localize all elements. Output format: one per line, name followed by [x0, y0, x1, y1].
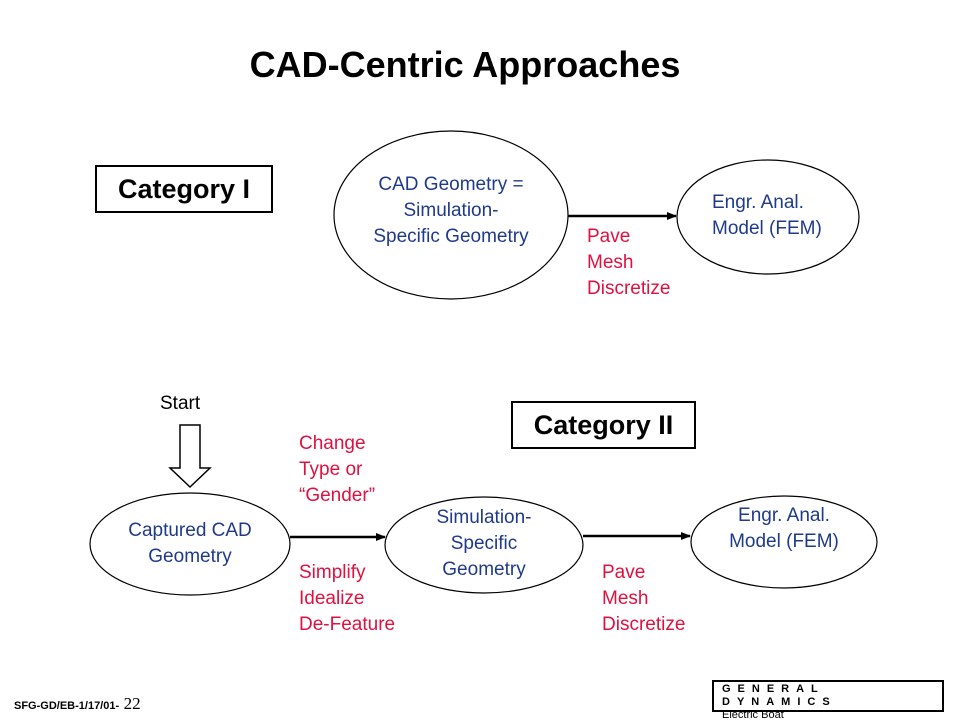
company-logo-box: GENERAL DYNAMICS Electric Boat	[712, 680, 944, 721]
company-division: Electric Boat	[722, 709, 784, 721]
cat1-edge-label: Pave Mesh Discretize	[587, 226, 671, 299]
category-1-box: Category I	[95, 165, 273, 213]
engr-anal-model-node-label-2: Engr. Anal. Model (FEM)	[729, 505, 839, 552]
engr-anal-model-ellipse-1	[676, 159, 860, 275]
captured-cad-node-label: Captured CAD Geometry	[128, 520, 252, 567]
category-1-label: Category I	[117, 173, 251, 204]
category-2-label: Category II	[533, 409, 674, 440]
start-label: Start	[160, 393, 201, 414]
page-title: CAD-Centric Approaches	[249, 44, 681, 85]
captured-cad-ellipse	[89, 492, 291, 596]
footer-slide-id: SFG-GD/EB-1/17/01-	[14, 700, 120, 712]
engr-anal-model-ellipse-2	[690, 495, 878, 589]
engr-anal-model-node-label-1: Engr. Anal. Model (FEM)	[712, 192, 822, 239]
cat2-edge2-label: Pave Mesh Discretize	[602, 562, 686, 635]
cat2-edge1-bottom-label: Simplify Idealize De-Feature	[299, 562, 396, 635]
footer-page-number: 22	[123, 694, 141, 713]
simulation-specific-ellipse	[384, 496, 584, 594]
footer-slide-id-group: SFG-GD/EB-1/17/01- 22	[14, 694, 141, 714]
simulation-specific-node-label: Simulation- Specific Geometry	[436, 507, 532, 580]
category-2-box: Category II	[511, 401, 696, 449]
start-arrow	[168, 424, 212, 489]
company-name: GENERAL DYNAMICS	[722, 683, 837, 708]
cad-geometry-node-label: CAD Geometry = Simulation- Specific Geom…	[373, 174, 529, 247]
cat2-edge1-top-label: Change Type or “Gender”	[299, 433, 376, 506]
